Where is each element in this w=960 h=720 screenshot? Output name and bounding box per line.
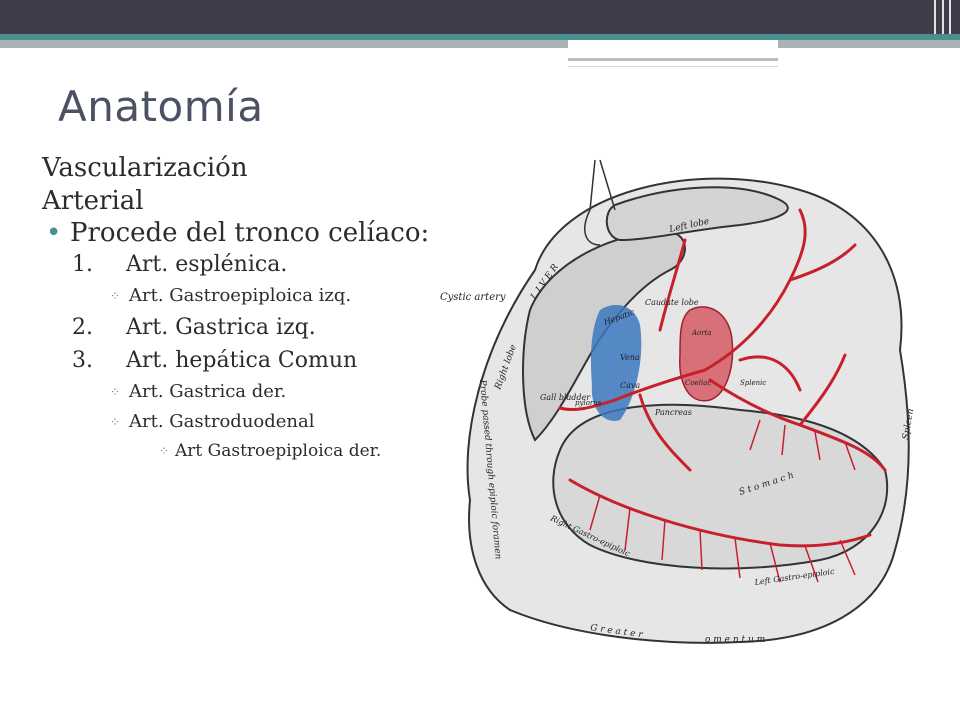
slide-body: Vascularización Arterial •Procede del tr…: [42, 152, 462, 465]
top-notch-line: [568, 58, 778, 61]
label-caudate: Caudate lobe: [645, 298, 699, 307]
label-coeliac: Coeliac: [685, 379, 711, 387]
label-vena: Vena: [620, 353, 640, 362]
label-pancreas: Pancreas: [654, 408, 692, 417]
slide-title: Anatomía: [58, 82, 264, 131]
corner-rule: [949, 0, 951, 34]
top-band: [0, 0, 960, 34]
label-cystic-artery: Cystic artery: [440, 292, 506, 303]
aorta: [679, 306, 734, 402]
list-item: ⁘Art. Gastrica der.: [42, 377, 462, 407]
arteries: [558, 208, 887, 548]
label-splenic: Splenic: [740, 379, 766, 387]
top-stripe-grey: [0, 40, 960, 48]
list-item: ⁘Art. Gastroduodenal: [42, 407, 462, 437]
list-item: 2.Art. Gastrica izq.: [72, 315, 316, 340]
liver-left-lobe: [605, 186, 789, 242]
list-item: ⁘Art Gastroepiploica der.: [42, 437, 462, 465]
vena-cava: [590, 305, 642, 421]
list-item: ⁘Art. Gastroepiploica izq.: [42, 281, 462, 311]
stomach: [552, 403, 889, 570]
top-notch: [568, 40, 778, 66]
label-gall-bladder: Gall bladder: [540, 393, 591, 402]
list-item: 3.Art. hepática Comun: [72, 348, 358, 373]
heading-vascularizacion: Vascularización: [42, 153, 248, 183]
bullet-item: •Procede del tronco celíaco:: [46, 218, 430, 248]
anatomy-illustration: Cystic artery Left lobe Right lobe L I V…: [440, 159, 916, 645]
label-pylorus: pylorus: [575, 399, 602, 407]
diamond-bullet-icon: ⁘: [110, 385, 121, 399]
bullet-dot-icon: •: [46, 218, 62, 248]
diamond-bullet-icon: ⁘: [110, 289, 121, 303]
top-stripe: [0, 34, 960, 40]
label-cava: Cava: [620, 381, 640, 390]
probe: [584, 159, 616, 246]
diamond-bullet-icon: ⁘: [110, 415, 121, 429]
list-item: 1.Art. esplénica.: [72, 252, 288, 277]
corner-rule: [934, 0, 936, 34]
corner-rule: [942, 0, 944, 34]
heading-arterial: Arterial: [42, 186, 144, 216]
diamond-bullet-icon: ⁘: [159, 444, 170, 458]
label-aorta: Aorta: [691, 329, 712, 337]
label-omentum: o m e n t u m: [705, 635, 765, 645]
artery-branches: [589, 419, 856, 583]
